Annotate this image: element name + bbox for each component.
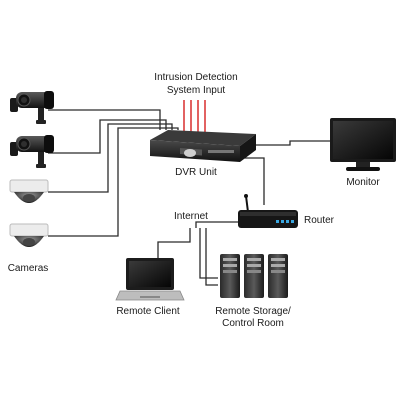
- dvr-icon: [150, 130, 256, 162]
- monitor-label: Monitor: [346, 177, 380, 188]
- dome-camera-icon: [9, 179, 49, 203]
- dome-camera-icon: [9, 223, 49, 247]
- camera-cables: [48, 109, 179, 237]
- system-input-label: System Input: [166, 85, 226, 96]
- cable-dvr-router: [240, 157, 265, 205]
- cable-camera-4: [48, 127, 179, 237]
- dvr-unit-label: DVR Unit: [175, 167, 217, 178]
- cable-camera-2: [48, 119, 167, 154]
- monitor-icon: [330, 118, 396, 171]
- cable-dvr-monitor: [252, 140, 332, 146]
- server-tower-icon: [220, 254, 288, 298]
- router-icon: [238, 194, 298, 228]
- remote-client-label: Remote Client: [116, 306, 180, 317]
- router-label: Router: [304, 215, 335, 226]
- control-room-label: Control Room: [222, 318, 284, 329]
- internet-label: Internet: [174, 211, 208, 222]
- cable-internet-storage: [199, 228, 218, 279]
- cable-router-internet: [195, 221, 238, 228]
- cable-internet-storage-2: [205, 228, 218, 286]
- bullet-camera-icon: [10, 135, 54, 168]
- intrusion-detection-label: Intrusion Detection: [154, 72, 238, 83]
- cable-camera-1: [48, 109, 161, 130]
- intrusion-input-lines: [183, 100, 206, 132]
- remote-storage-label: Remote Storage/: [215, 306, 291, 317]
- network-cables: [157, 140, 332, 286]
- cameras-label: Cameras: [7, 263, 49, 274]
- cable-internet-client: [157, 228, 191, 262]
- cable-camera-3: [48, 123, 173, 193]
- bullet-camera-icon: [10, 91, 54, 124]
- laptop-icon: [115, 258, 185, 301]
